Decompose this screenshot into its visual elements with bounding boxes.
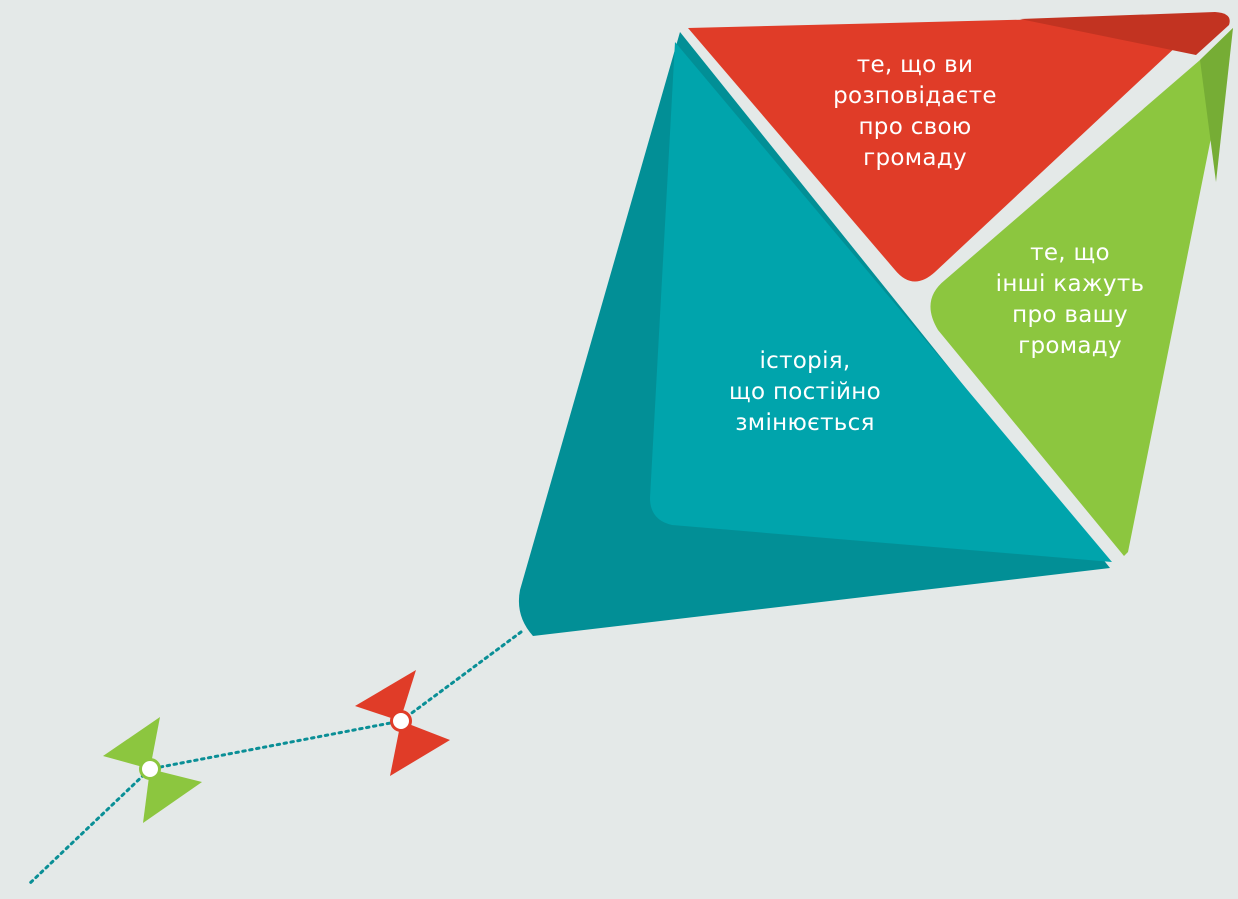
- green-label-line-4: громаду: [1018, 333, 1122, 359]
- red-label-line-3: про свою: [858, 114, 972, 140]
- green-label-line-2: інші кажуть: [995, 271, 1145, 297]
- red-label-line-4: громаду: [863, 145, 967, 171]
- teal-label-line-3: змінюється: [735, 410, 875, 436]
- green-bow: [103, 717, 202, 823]
- teal-label-line-1: історія,: [759, 348, 851, 374]
- red-label-line-1: те, що ви: [856, 52, 974, 78]
- kite-string: [26, 630, 523, 887]
- kite-red-panel: [688, 15, 1210, 282]
- red-label-line-2: розповідаєте: [833, 83, 997, 109]
- green-label-line-1: те, що: [1030, 240, 1110, 266]
- kite-teal-panel: [650, 42, 1112, 562]
- kite-green-panel: [930, 28, 1233, 556]
- teal-label-line-2: що постійно: [729, 379, 881, 405]
- teal-section-label: історія, що постійно змінюється: [690, 346, 920, 439]
- green-label-line-3: про вашу: [1012, 302, 1128, 328]
- red-section-label: те, що ви розповідаєте про свою громаду: [800, 50, 1030, 174]
- kite-red-fold: [1020, 12, 1230, 55]
- green-section-label: те, що інші кажуть про вашу громаду: [960, 238, 1180, 362]
- red-bow: [355, 670, 450, 776]
- kite-green-fold: [1200, 28, 1233, 182]
